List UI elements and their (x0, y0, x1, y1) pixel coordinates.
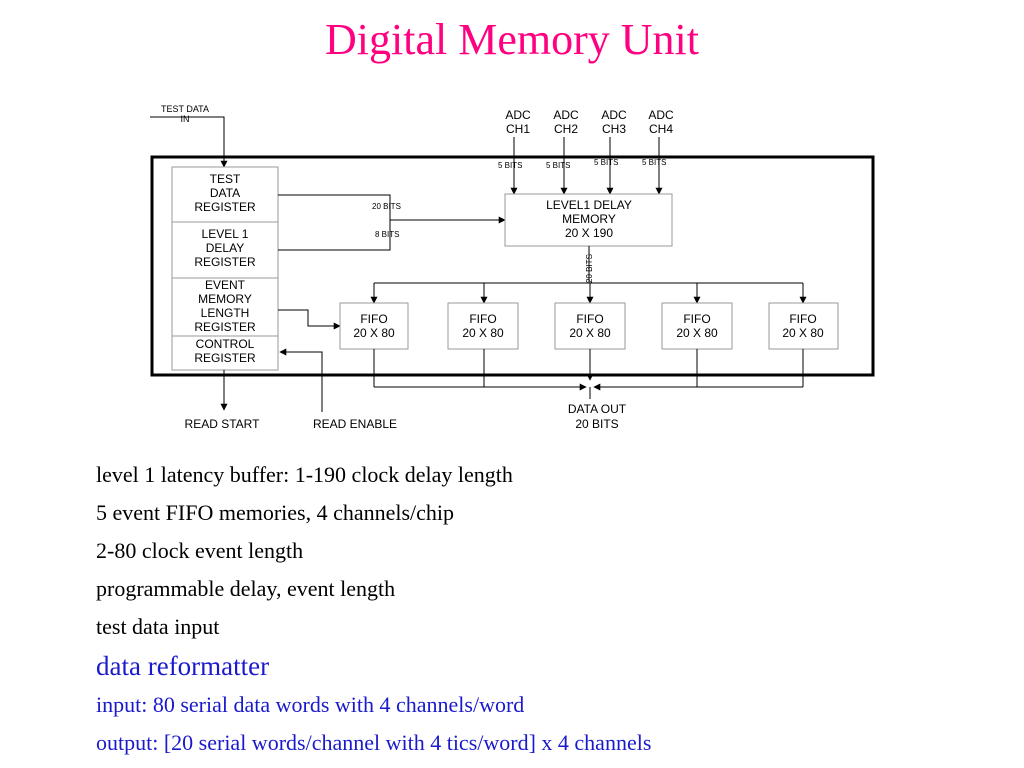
reformatter-heading: data reformatter (96, 651, 270, 681)
adc-inputs: ADC CH1 ADC CH2 ADC CH3 ADC CH4 5 BITS 5… (498, 108, 674, 195)
adc-label: CH4 (649, 122, 673, 136)
feature-item: test data input (96, 614, 220, 639)
adc-label: CH3 (602, 122, 626, 136)
adc-bits-label: 5 BITS (498, 161, 522, 170)
adc-label: ADC (648, 108, 674, 122)
fifo-label: FIFO (789, 312, 816, 326)
test-data-in-label: TEST DATA (161, 104, 209, 114)
adc-label: CH1 (506, 122, 530, 136)
fifo-label: FIFO (360, 312, 387, 326)
fifo-box (768, 302, 839, 350)
fifo-box (554, 302, 626, 350)
fifo-box (339, 302, 409, 350)
adc-bits-label: 5 BITS (594, 158, 618, 167)
test-data-in-label: IN (181, 114, 190, 124)
test-data-in-line (150, 116, 228, 168)
feature-item: 5 event FIFO memories, 4 channels/chip (96, 500, 455, 525)
register-label: EVENT (205, 278, 246, 292)
fifo-box (661, 302, 733, 350)
control-register (171, 335, 279, 371)
bus-20bits (278, 194, 506, 224)
read-enable-line (279, 348, 323, 412)
fifo-label: FIFO (683, 312, 710, 326)
adc-bits-label: 5 BITS (546, 161, 570, 170)
read-start-label: READ START (185, 417, 261, 431)
read-enable-label: READ ENABLE (313, 417, 397, 431)
bus-8bits (278, 220, 391, 251)
register-label: CONTROL (196, 337, 255, 351)
adc-label: CH2 (554, 122, 578, 136)
fifo-box (447, 302, 519, 350)
memory-block-diagram: TEST DATA IN TEST DATA REGISTER LEVEL 1 … (150, 104, 875, 431)
feature-item: programmable delay, event length (96, 576, 396, 601)
event-memory-length-register (171, 277, 279, 337)
feature-list: level 1 latency buffer: 1-190 clock dela… (96, 456, 651, 762)
register-label: REGISTER (194, 351, 256, 365)
fifo-label: 20 X 80 (462, 326, 504, 340)
fifo-label: 20 X 80 (353, 326, 395, 340)
register-label: REGISTER (194, 320, 256, 334)
data-out-label: 20 BITS (575, 417, 618, 431)
reformatter-item: input: 80 serial data words with 4 chann… (96, 692, 525, 717)
chip-boundary (150, 155, 875, 377)
reformatter-item: output: [20 serial words/channel with 4 … (96, 730, 652, 755)
adc-label: ADC (553, 108, 579, 122)
feature-item: level 1 latency buffer: 1-190 clock dela… (96, 462, 513, 487)
register-stack: TEST DATA REGISTER LEVEL 1 DELAY REGISTE… (171, 166, 279, 371)
register-label: REGISTER (194, 255, 256, 269)
level1-delay-register (171, 221, 279, 279)
fifo-label: FIFO (469, 312, 496, 326)
adc-bits-label: 5 BITS (642, 158, 666, 167)
memory-label: MEMORY (562, 212, 616, 226)
fifo-label: FIFO (576, 312, 603, 326)
adc-label: ADC (601, 108, 627, 122)
adc-label: ADC (505, 108, 531, 122)
bits-20-vertical-label: 20 BITS (585, 254, 594, 283)
page-title: Digital Memory Unit (325, 15, 699, 64)
register-label: LEVEL 1 (202, 227, 249, 241)
memory-label: LEVEL1 DELAY (546, 198, 632, 212)
register-label: DATA (210, 186, 240, 200)
register-label: REGISTER (194, 200, 256, 214)
bits-20-label: 20 BITS (372, 202, 401, 211)
register-label: LENGTH (201, 306, 250, 320)
fifo-group: FIFO 20 X 80 FIFO 20 X 80 FIFO 20 X 80 F… (339, 302, 839, 350)
level1-delay-memory (504, 193, 673, 247)
register-label: MEMORY (198, 292, 252, 306)
test-data-register (171, 166, 279, 223)
fifo-label: 20 X 80 (569, 326, 611, 340)
bits-8-label: 8 BITS (375, 230, 399, 239)
data-out-label: DATA OUT (568, 402, 627, 416)
register-label: TEST (210, 172, 241, 186)
register-label: DELAY (206, 241, 244, 255)
fifo-label: 20 X 80 (782, 326, 824, 340)
memory-label: 20 X 190 (565, 226, 613, 240)
register-to-fifo-line (278, 309, 341, 330)
fifo-label: 20 X 80 (676, 326, 718, 340)
feature-item: 2-80 clock event length (96, 538, 304, 563)
